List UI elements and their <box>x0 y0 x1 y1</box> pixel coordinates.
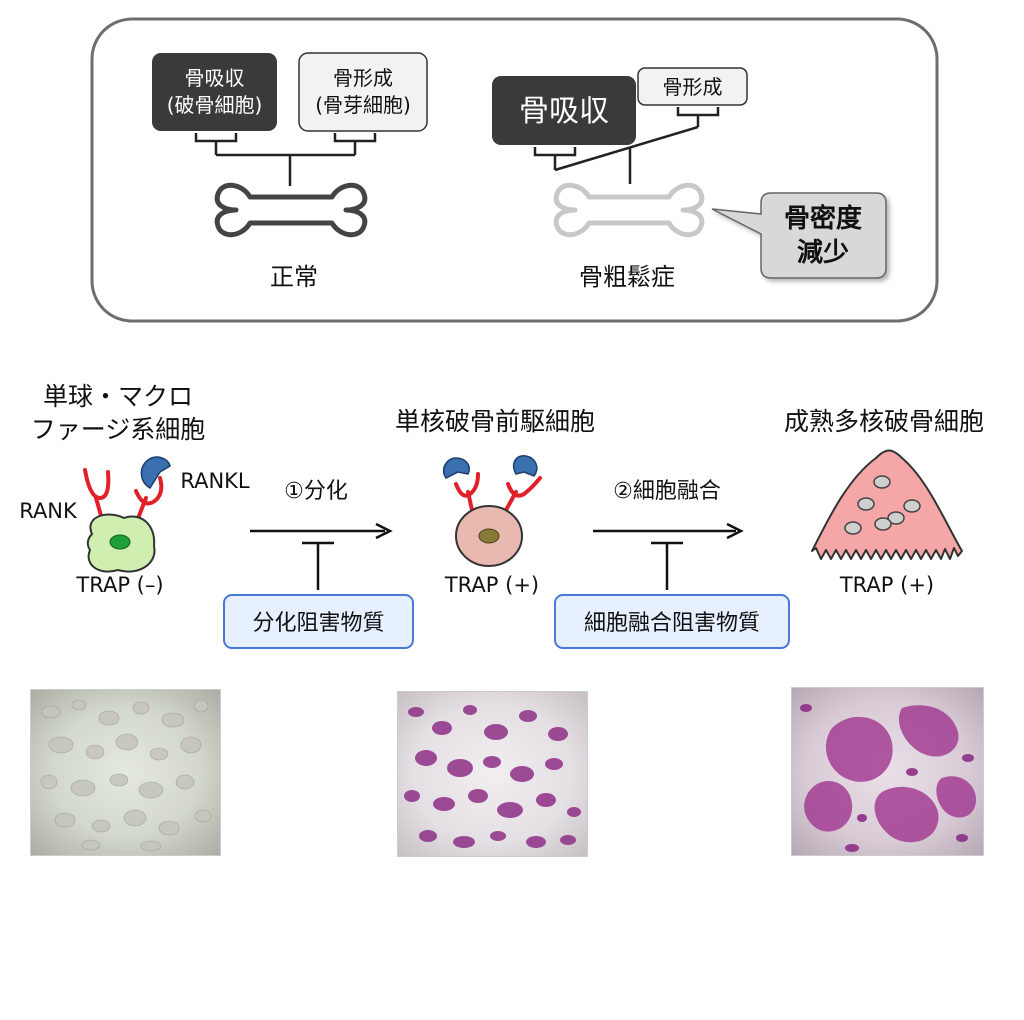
mature-nuclei <box>844 475 921 535</box>
op-resorption-box <box>492 76 636 145</box>
precursor-nucleus <box>478 528 500 544</box>
micrograph-precursor <box>397 691 588 857</box>
osteoporosis-caption: 骨粗鬆症 <box>579 263 675 291</box>
mature-osteoclast-cell <box>811 449 963 560</box>
macrophage-title-2: ファージ系細胞 <box>31 415 206 444</box>
inhibitor2-tee <box>651 541 683 590</box>
callout-line-1: 骨密度 <box>784 203 862 234</box>
inhibitor1-box <box>223 594 414 649</box>
inhibitor1-tee <box>302 541 334 590</box>
normal-caption: 正常 <box>270 263 318 291</box>
trap-negative-label: TRAP (–) <box>75 573 163 597</box>
trap-positive-label-2: TRAP (+) <box>839 573 934 597</box>
normal-resorption-box <box>152 53 277 131</box>
osteoporosis-group: 骨吸収 骨形成 骨密度 減少 骨粗鬆症 <box>492 67 887 291</box>
step1-arrow <box>250 522 393 540</box>
micrograph-mature <box>791 687 984 856</box>
normal-resorption-label-1: 骨吸収 <box>185 66 245 90</box>
op-bone-icon <box>553 182 705 238</box>
precursor-title: 単核破骨前駆細胞 <box>395 407 595 436</box>
osteoclast-differentiation-diagram: 単球・マクロ ファージ系細胞 単核破骨前駆細胞 成熟多核破骨細胞 RANK RA… <box>19 382 984 649</box>
precursor-rankl-icon-1 <box>442 457 470 479</box>
bone-density-callout <box>711 192 887 279</box>
normal-formation-label-1: 骨形成 <box>333 66 393 90</box>
macrophage-colonies <box>40 699 212 852</box>
normal-bone-icon <box>214 182 368 238</box>
macrophage-title-1: 単球・マクロ <box>43 382 193 411</box>
micrograph-macrophage <box>30 689 221 856</box>
inhibitor2-label: 細胞融合阻害物質 <box>584 611 760 636</box>
rank-label: RANK <box>19 499 78 523</box>
op-formation-label: 骨形成 <box>663 75 723 99</box>
bone-balance-panel: 骨吸収 (破骨細胞) 骨形成 (骨芽細胞) 正常 骨吸収 骨形成 <box>90 17 939 323</box>
step2-label: ②細胞融合 <box>613 479 721 504</box>
op-resorption-label: 骨吸収 <box>519 94 609 129</box>
mature-osteoclast-body <box>811 449 963 560</box>
normal-formation-box <box>298 52 428 132</box>
macrophage-nucleus <box>109 534 131 550</box>
macrophage-cell <box>83 456 171 573</box>
trap-positive-label-1: TRAP (+) <box>444 573 539 597</box>
normal-formation-label-2: (骨芽細胞) <box>315 93 411 117</box>
normal-resorption-label-2: (破骨細胞) <box>167 93 263 117</box>
inhibitor2-box <box>554 594 790 649</box>
mature-title: 成熟多核破骨細胞 <box>784 407 984 436</box>
rankl-label: RANKL <box>180 469 250 493</box>
precursor-receptors <box>454 472 542 512</box>
step2-arrow <box>593 522 744 540</box>
mature-trap-staining <box>800 704 976 852</box>
op-balance-lines <box>533 107 720 184</box>
precursor-rankl-icon-2 <box>512 455 538 477</box>
inhibitor1-label: 分化阻害物質 <box>252 611 384 636</box>
precursor-cell <box>442 455 542 567</box>
op-formation-box <box>637 67 748 106</box>
normal-balance-lines <box>194 133 377 186</box>
normal-group: 骨吸収 (破骨細胞) 骨形成 (骨芽細胞) 正常 <box>152 52 428 291</box>
rankl-ligand-icon <box>140 456 171 490</box>
precursor-trap-staining <box>404 705 581 848</box>
step1-label: ①分化 <box>284 479 348 504</box>
callout-line-2: 減少 <box>797 238 849 268</box>
